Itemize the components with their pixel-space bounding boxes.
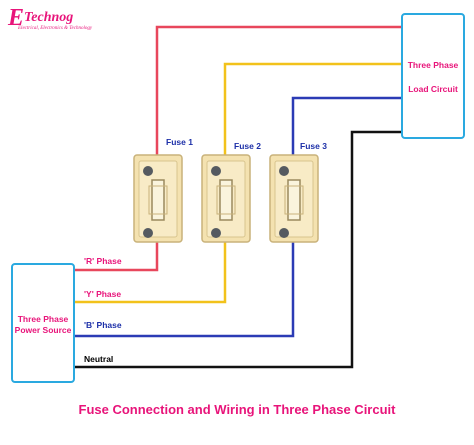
y-phase-wire: [223, 62, 402, 155]
fuse-1: [133, 154, 183, 243]
neutral-label: Neutral: [84, 354, 114, 364]
power-source-box: [11, 263, 75, 383]
r-phase-label: 'R' Phase: [84, 256, 122, 266]
neutral-wire: [72, 130, 402, 369]
r-phase-wire-lower: [72, 242, 159, 272]
fuse-1-label: Fuse 1: [166, 137, 193, 147]
load-box-label: Three Phase Load Circuit: [402, 58, 464, 96]
fuse-3: [269, 154, 319, 243]
diagram-caption: Fuse Connection and Wiring in Three Phas…: [78, 402, 396, 417]
b-phase-wire: [291, 96, 402, 155]
logo-name: Technog: [24, 10, 74, 25]
y-phase-wire-lower: [72, 242, 227, 304]
fuse-2-label: Fuse 2: [234, 141, 261, 151]
source-box-label: Three Phase Power Source: [12, 314, 74, 336]
fuse-3-label: Fuse 3: [300, 141, 327, 151]
load-circuit-box: [401, 13, 465, 139]
r-phase-wire: [155, 25, 402, 155]
load-box-line2: Load Circuit: [408, 84, 458, 94]
b-phase-label: 'B' Phase: [84, 320, 122, 330]
source-box-line1: Three Phase: [17, 314, 69, 324]
load-box-line1: Three Phase: [407, 60, 459, 70]
fuse-2: [201, 154, 251, 243]
source-box-line2: Power Source: [14, 325, 72, 335]
logo-tagline: Electrical, Electronics & Technology: [18, 26, 93, 31]
logo-letter: E: [8, 5, 25, 31]
y-phase-label: 'Y' Phase: [84, 289, 122, 299]
b-phase-wire-lower: [72, 242, 295, 338]
